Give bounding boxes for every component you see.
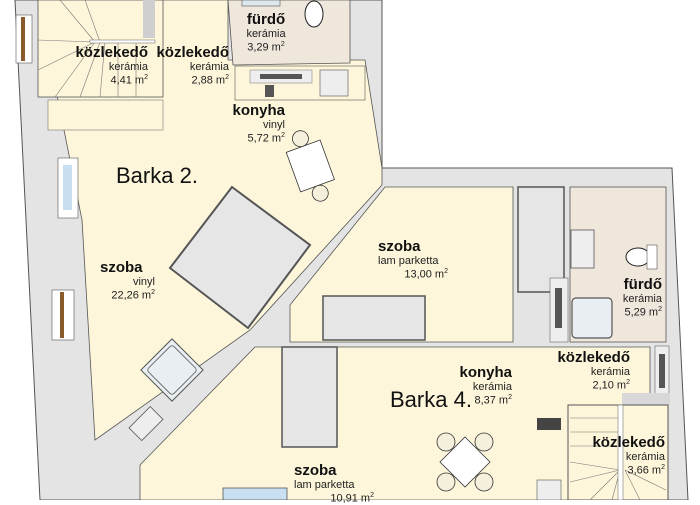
landing <box>47 99 164 131</box>
floor-barka-4 <box>139 346 651 500</box>
toilet-icon <box>304 0 324 28</box>
staircase-upper <box>37 0 164 98</box>
bed-barka-2 <box>168 185 312 330</box>
dining-table-barka-4 <box>436 432 494 492</box>
stair-lines-upper <box>37 0 156 98</box>
sink-barka-2 <box>128 406 164 442</box>
room-label: közlekedő kerámia 4,41 m2 <box>75 44 148 87</box>
wardrobe-lower <box>281 346 338 448</box>
room-label: konyha kerámia 8,37 m2 <box>459 364 512 407</box>
stair-lines-lower <box>569 404 667 500</box>
unit-label-barka-4: Barka 4. <box>390 387 472 412</box>
room-label: fürdő kerámia 3,29 m2 <box>246 11 286 54</box>
room-label: szoba vinyl 22,26 m2 <box>100 259 155 302</box>
room-label: konyha vinyl 5,72 m2 <box>232 102 285 145</box>
stove-icon <box>537 418 561 430</box>
room-label: fürdő kerámia 5,29 m2 <box>622 276 662 319</box>
shower-barka-2 <box>140 338 204 402</box>
stair-railing <box>143 0 155 38</box>
shower-barka-4 <box>571 297 613 339</box>
sink-icon <box>319 69 349 97</box>
room-label: szoba lam parketta 10,91 m2 <box>294 462 374 505</box>
toilet-icon <box>625 247 651 267</box>
dining-table-barka-2 <box>285 130 335 202</box>
room-label: közlekedő kerámia 2,10 m2 <box>557 349 630 392</box>
wardrobe <box>517 186 565 293</box>
room-label: szoba lam parketta 13,00 m2 <box>378 238 448 281</box>
room-label: közlekedő kerámia 2,88 m2 <box>156 44 229 87</box>
room-label: közlekedő kerámia 3,66 m2 <box>592 434 665 477</box>
unit-label-barka-2: Barka 2. <box>116 163 198 188</box>
desk <box>322 295 426 341</box>
